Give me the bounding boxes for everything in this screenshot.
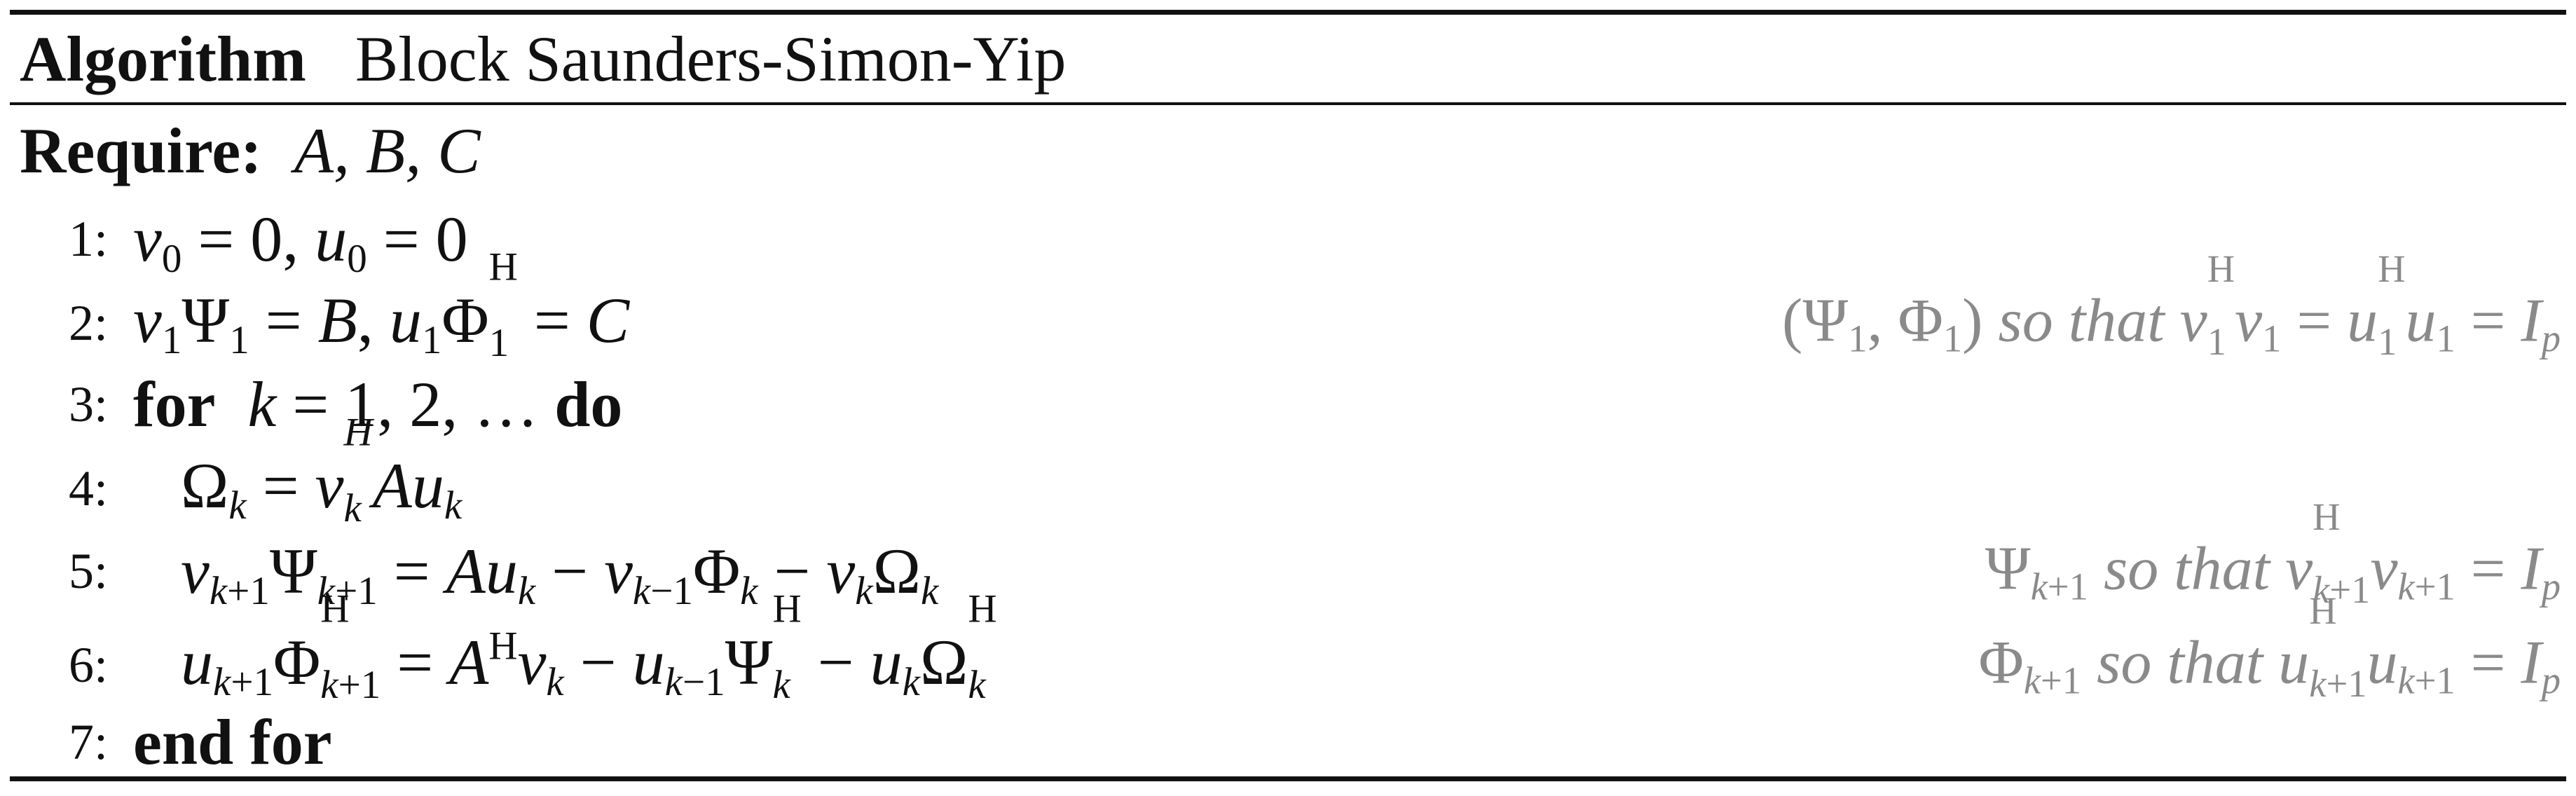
algorithm-line-7: 7: end for (10, 701, 2566, 783)
caption-keyword: Algorithm (20, 23, 306, 95)
algorithm-line-1: 1: v0 = 0, u0 = 0 (10, 198, 2566, 280)
end-for-keyword: end for (133, 706, 332, 778)
require-keyword: Require: (20, 115, 262, 186)
algorithm-block: Algorithm Block Saunders-Simon-Yip Requi… (10, 10, 2566, 786)
algorithm-title: Block Saunders-Simon-Yip (355, 23, 1067, 95)
algorithm-caption: Algorithm Block Saunders-Simon-Yip (20, 18, 1066, 100)
top-rule (10, 10, 2566, 15)
caption-rule (10, 102, 2566, 105)
line-number: 6: (68, 636, 108, 693)
line-number: 2: (68, 294, 108, 351)
do-keyword: do (554, 369, 623, 440)
algorithm-line-3: 3: for k = 1, 2, … do (10, 363, 2566, 446)
require-inputs: A, B, C (278, 115, 481, 186)
line-1-statement: v0 = 0, u0 = 0 (133, 203, 468, 281)
line-3-statement: for k = 1, 2, … do (133, 369, 623, 440)
line-5-statement: vk+1Ψk+1 = Auk − vk−1Φk − vkΩk (181, 535, 939, 613)
for-keyword: for (133, 369, 216, 440)
line-number: 4: (68, 460, 108, 516)
require-line: Require: A, B, C (10, 109, 2566, 192)
line-number: 7: (68, 713, 108, 770)
require-statement: Require: A, B, C (20, 114, 481, 188)
line-number: 5: (68, 542, 108, 599)
algorithm-line-5: 5: vk+1Ψk+1 = Auk − vk−1Φk − vkΩk Ψk+1 s… (10, 495, 2566, 613)
line-number: 1: (68, 210, 108, 267)
bottom-rule (10, 776, 2566, 781)
line-number: 3: (68, 376, 108, 432)
